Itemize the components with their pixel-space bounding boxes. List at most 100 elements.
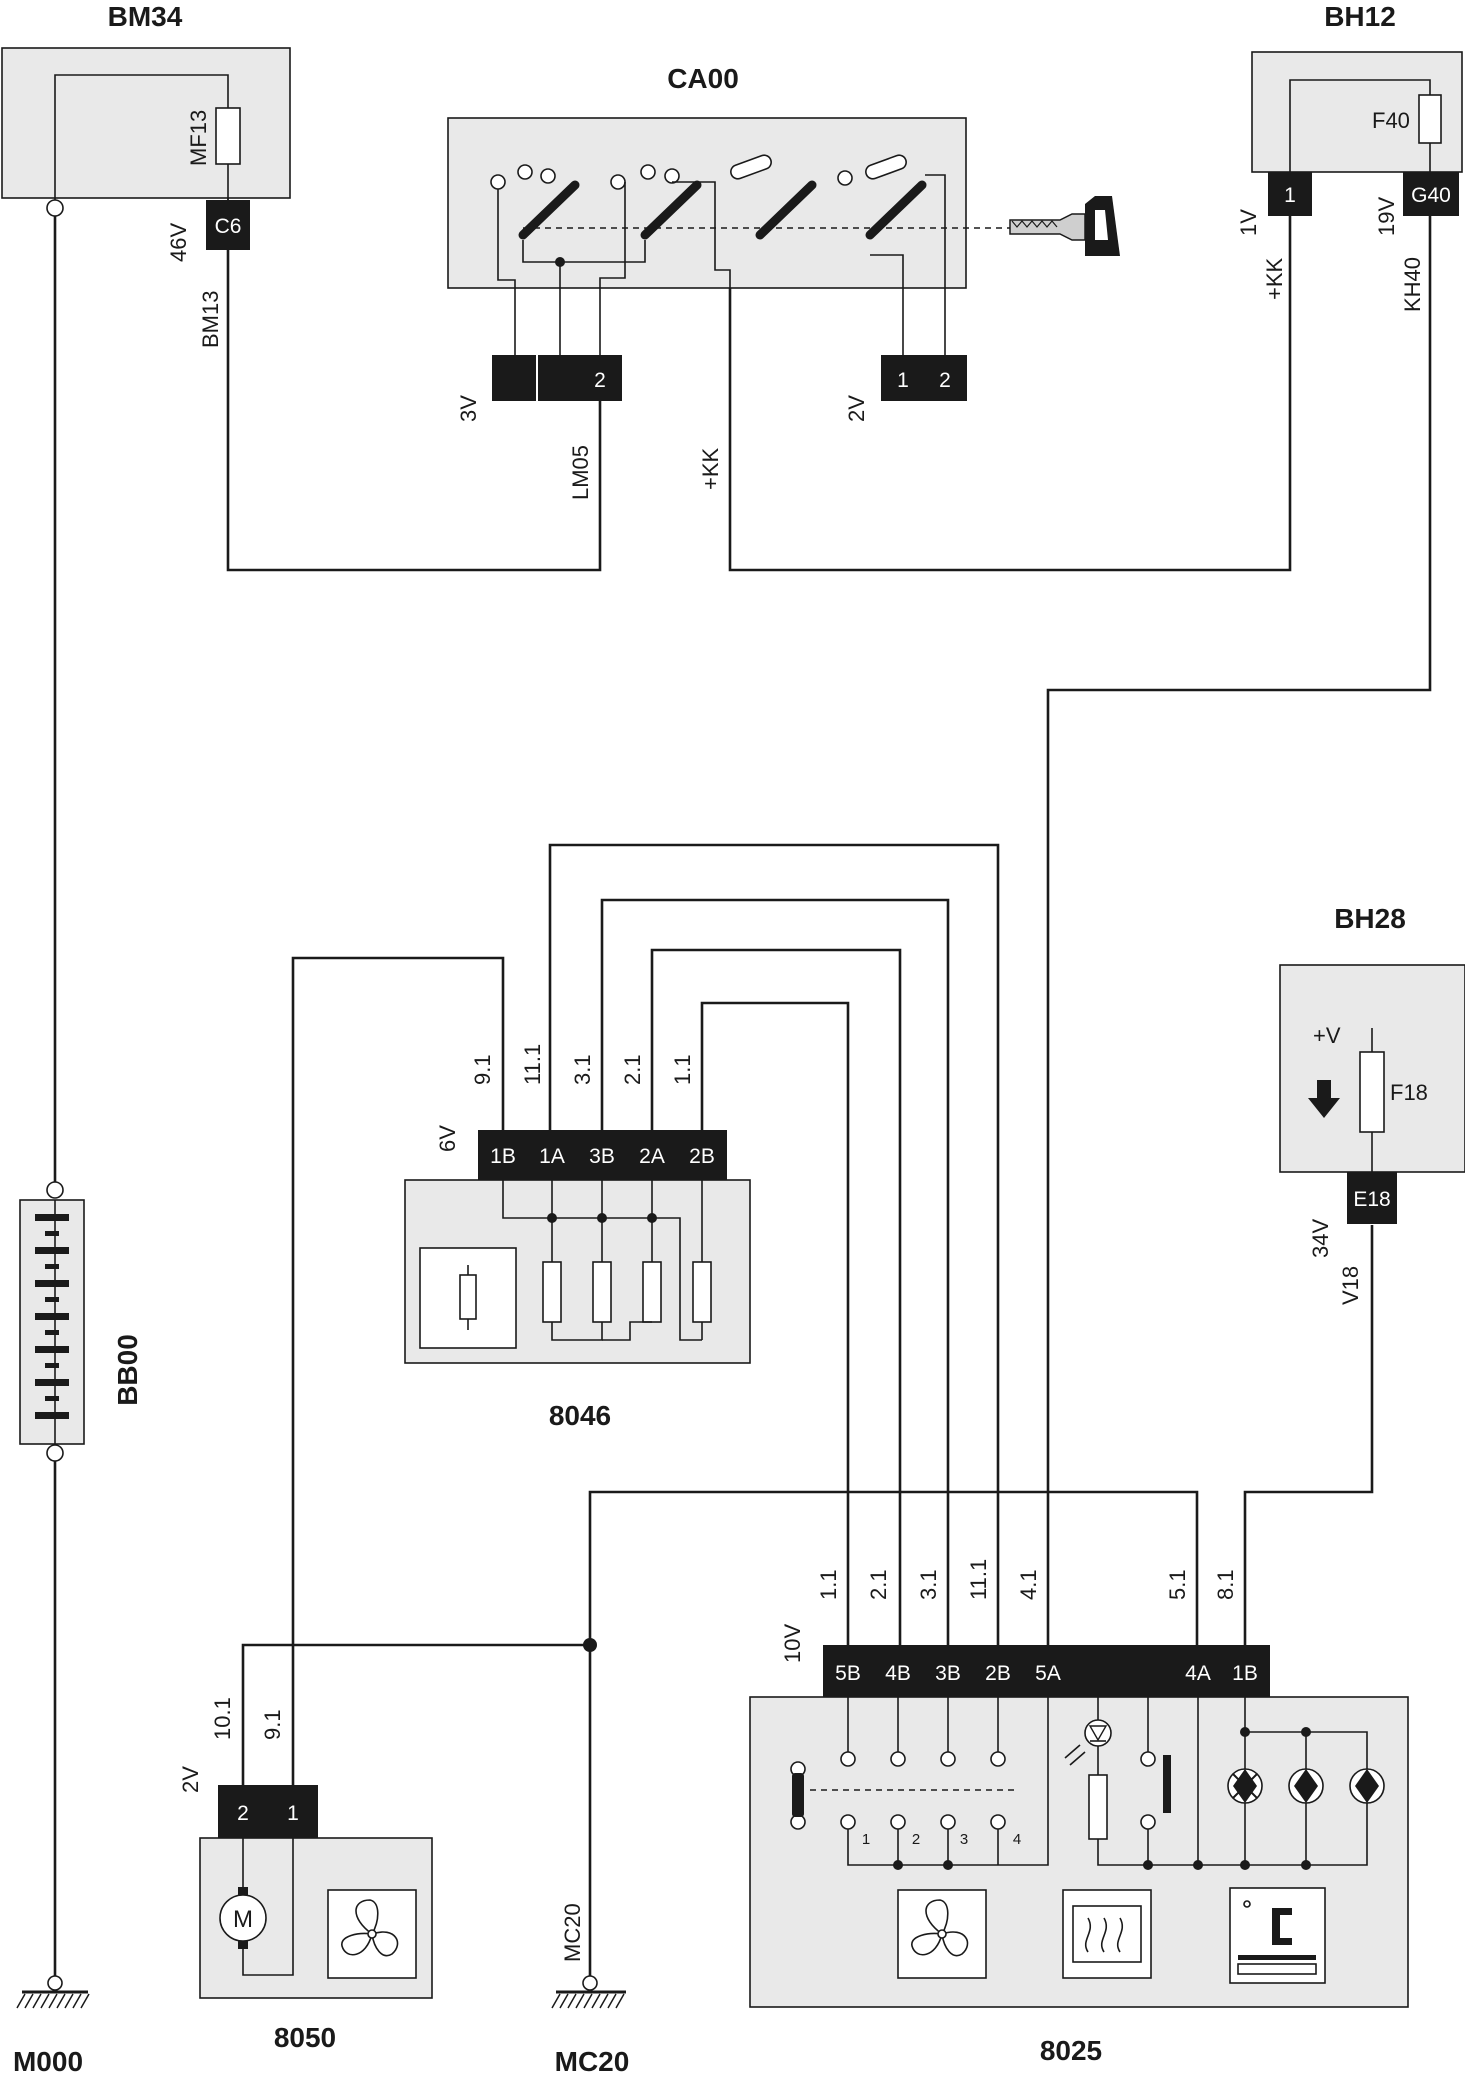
ground-mc20: MC20 MC20	[551, 1903, 630, 2076]
c8046-title: 8046	[549, 1400, 611, 1431]
switch-pos-4: 4	[1013, 1831, 1021, 1848]
wire-10-1	[241, 1643, 590, 1785]
c8046-voltage: 6V	[435, 1125, 460, 1152]
bh28-pin-e18: E18	[1353, 1188, 1390, 1211]
ground-label-mc20: MC20	[555, 2046, 630, 2076]
bh12-fuse-label: F40	[1372, 108, 1410, 133]
ground-icon	[16, 1990, 90, 2009]
c8025-pin-5a: 5A	[1035, 1662, 1061, 1685]
battery-icon	[35, 1214, 69, 1419]
fuse-icon	[215, 107, 241, 165]
c8025-title: 8025	[1040, 2035, 1102, 2066]
ca00-voltage-right: 2V	[844, 395, 869, 422]
bh12-title: BH12	[1324, 1, 1396, 32]
fan-icon	[327, 1889, 417, 1979]
junction-mc20	[583, 1638, 597, 1652]
c8050-wire-10-1: 10.1	[210, 1697, 235, 1740]
lamp-icon	[1227, 1768, 1263, 1804]
bm34-voltage: 46V	[166, 223, 191, 262]
c8046-pin-1a: 1A	[539, 1145, 565, 1168]
bm34-pin-c6: C6	[215, 215, 242, 238]
c8025-wire-5-1: 5.1	[1165, 1569, 1190, 1600]
c8025-pin-2b: 2B	[985, 1662, 1011, 1685]
c8046-wire-9-1: 9.1	[470, 1054, 495, 1085]
switch-pos-1: 1	[862, 1831, 870, 1848]
switch-pos-3: 3	[960, 1831, 968, 1848]
c8025-voltage: 10V	[780, 1624, 805, 1663]
wire-v18	[1243, 1225, 1374, 1645]
wire-label-mc20: MC20	[560, 1903, 585, 1962]
c8025-pin-4b: 4B	[885, 1662, 911, 1685]
c8046-pin-2b: 2B	[689, 1145, 715, 1168]
c8025-pin-5b: 5B	[835, 1662, 861, 1685]
ca00-pin-1-right: 1	[897, 369, 909, 392]
c8046-pin-3b: 3B	[589, 1145, 615, 1168]
wire-label-kk-bh12: +KK	[1262, 257, 1287, 300]
c8050-pin-1: 1	[287, 1802, 299, 1825]
ca00-ignition-switch: CA00	[447, 63, 1120, 500]
led-icon	[1064, 1697, 1112, 1766]
c8025-control-panel: 1.1 2.1 3.1 11.1 4.1 5.1 8.1 10V 5B 4B 3…	[749, 1559, 1409, 2066]
wire-bm13	[226, 250, 602, 572]
c8025-wire-11-1: 11.1	[966, 1559, 991, 1600]
lamp-icon	[1288, 1768, 1324, 1804]
c8025-pin-3b: 3B	[935, 1662, 961, 1685]
bb00-battery: BB00	[19, 1181, 143, 1462]
wire-9-1	[291, 956, 505, 1785]
lamp-icon	[1349, 1768, 1385, 1804]
bh28-supply-label: +V	[1313, 1023, 1341, 1048]
wire-kk	[728, 215, 1292, 572]
c8025-pin-4a: 4A	[1185, 1662, 1211, 1685]
c8050-blower: 10.1 9.1 2V 2 1 M 8050	[178, 1697, 433, 2053]
c8025-wire-1-1: 1.1	[816, 1569, 841, 1600]
c8050-voltage: 2V	[178, 1766, 203, 1793]
bm34-fuse-label: MF13	[186, 110, 211, 166]
arrow-down-icon	[1308, 1080, 1340, 1118]
switch-pos-2: 2	[912, 1831, 920, 1848]
ca00-pin-2-left: 2	[594, 369, 606, 392]
ground-icon	[551, 1990, 626, 2009]
bh12-module: BH12 F40 1 G40 1V 19V +KK KH40	[1236, 1, 1463, 312]
c8025-wire-3-1: 3.1	[916, 1569, 941, 1600]
display-icon	[1229, 1887, 1326, 1984]
ca00-title: CA00	[667, 63, 739, 94]
c8046-wire-2-1: 2.1	[620, 1054, 645, 1085]
c8025-pin-1b: 1B	[1232, 1662, 1258, 1685]
bh12-pin-g40: G40	[1411, 184, 1451, 207]
c8025-wire-4-1: 4.1	[1016, 1569, 1041, 1600]
bm34-module: BM34 MF13 C6 46V BM13	[1, 1, 291, 348]
wire-5-1	[588, 1490, 1199, 1645]
c8025-wire-8-1: 8.1	[1213, 1569, 1238, 1600]
wire-label-lm05: LM05	[568, 445, 593, 500]
c8046-pin-2a: 2A	[639, 1145, 665, 1168]
wire-label-v18: V18	[1338, 1266, 1363, 1305]
ca00-voltage-left: 3V	[456, 395, 481, 422]
c8046-module: 9.1 11.1 3.1 2.1 1.1 6V 1B 1A 3B 2A 2B	[404, 1044, 751, 1431]
bh12-voltage-left: 1V	[1236, 209, 1261, 236]
wires	[53, 74, 1432, 1980]
bh28-fuse-label: F18	[1390, 1080, 1428, 1105]
bb00-title: BB00	[112, 1334, 143, 1406]
bh28-module: BH28 +V F18 E18 34V V18	[1279, 903, 1465, 1305]
c8050-wire-9-1: 9.1	[260, 1709, 285, 1740]
c8050-pin-2: 2	[237, 1802, 249, 1825]
fan-icon	[897, 1889, 987, 1979]
c8050-title: 8050	[274, 2022, 336, 2053]
c8046-wire-11-1: 11.1	[520, 1044, 545, 1085]
c8046-pin-1b: 1B	[490, 1145, 516, 1168]
wire-label-kh40: KH40	[1400, 257, 1425, 312]
ground-m000: M000	[13, 1975, 90, 2076]
wire-1-1	[700, 1001, 850, 1645]
bm34-title: BM34	[108, 1, 183, 32]
bh28-title: BH28	[1334, 903, 1406, 934]
wire-label-kk-ca00: +KK	[698, 447, 723, 490]
heater-icon	[1062, 1889, 1152, 1979]
fuse-icon	[1418, 94, 1442, 144]
ground-label-m000: M000	[13, 2046, 83, 2076]
wire-label-bm13: BM13	[198, 291, 223, 348]
key-icon	[1009, 196, 1120, 256]
wire-11-1	[548, 843, 1000, 1645]
fuse-icon	[459, 1274, 477, 1320]
ca00-pin-2-right: 2	[939, 369, 951, 392]
